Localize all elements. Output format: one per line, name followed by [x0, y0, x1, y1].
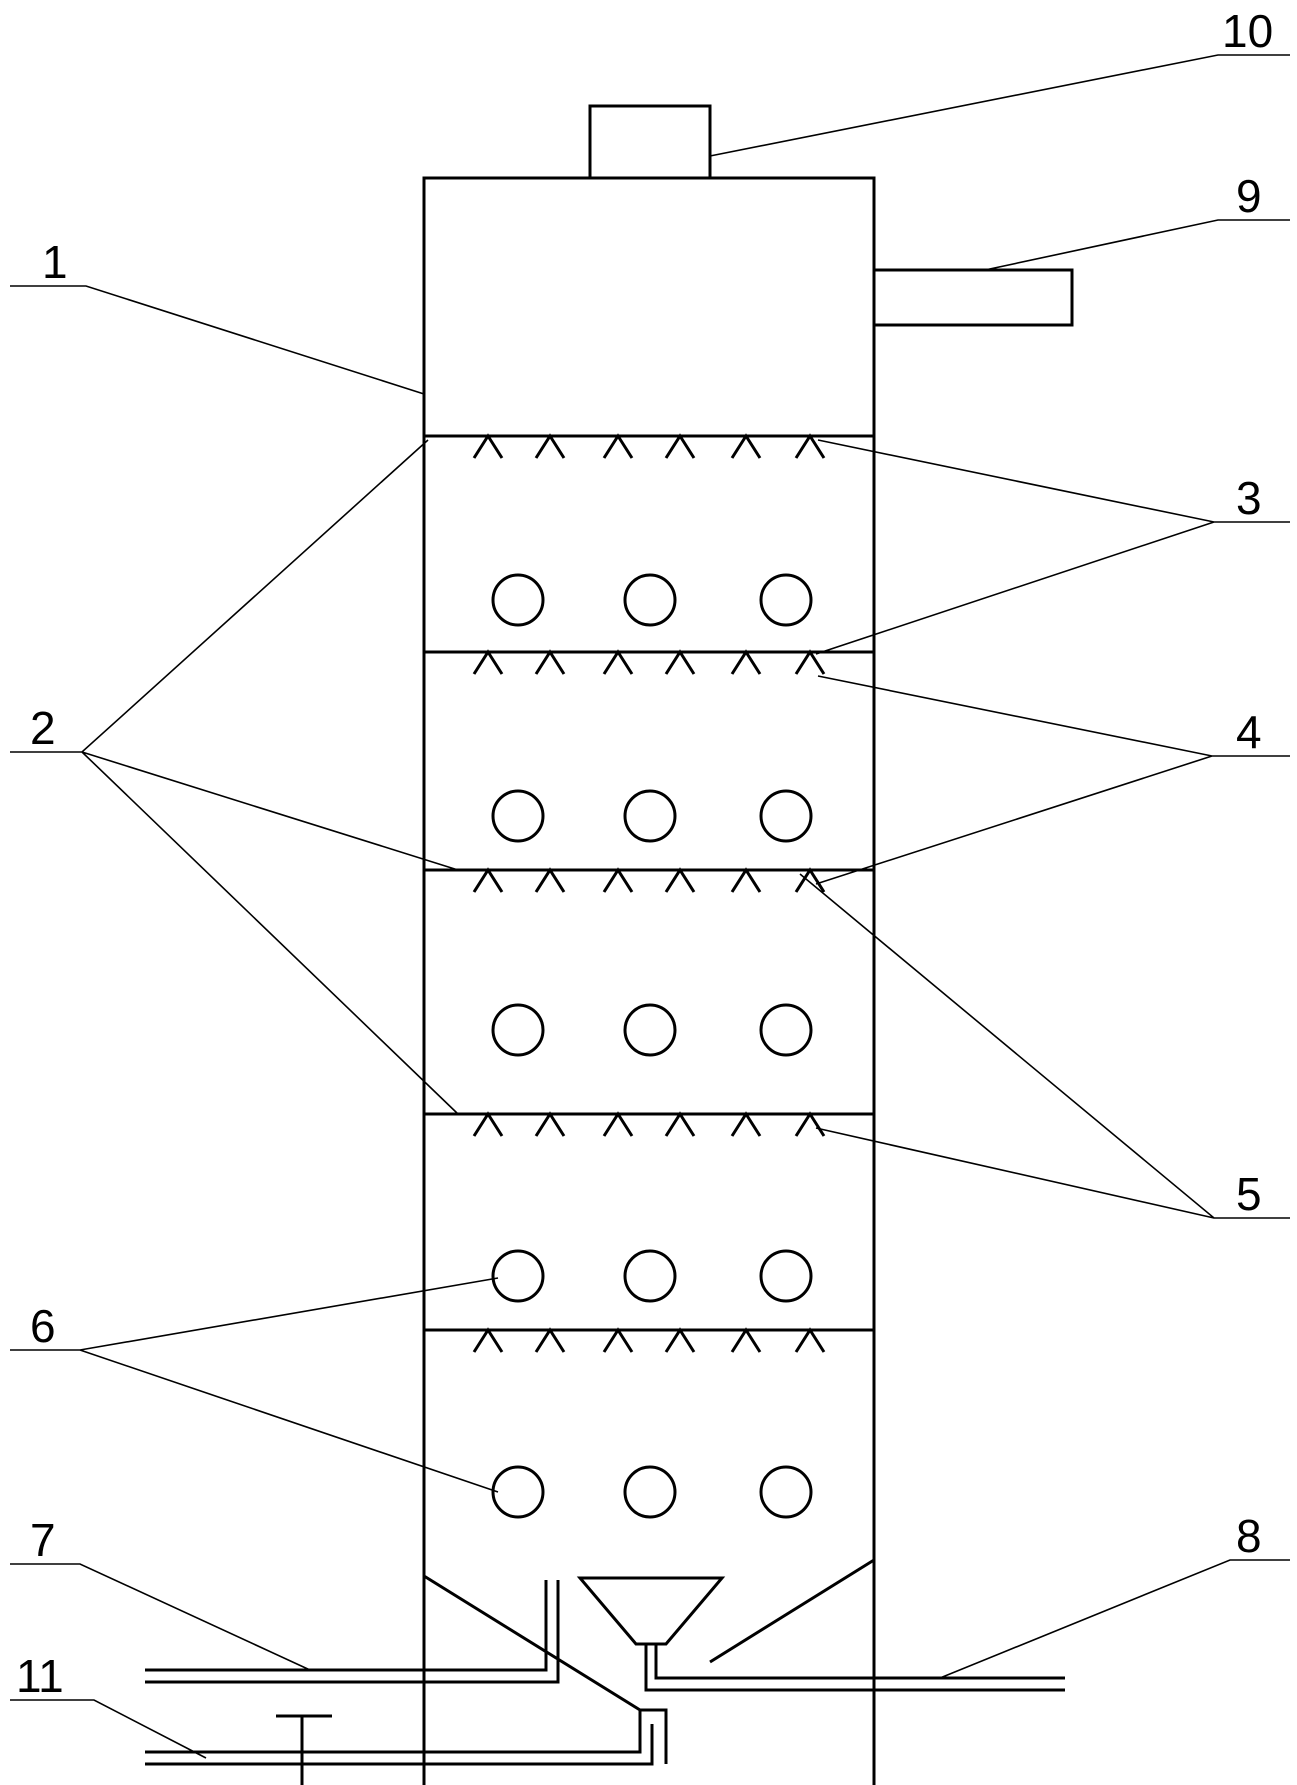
- packing-ball: [491, 1003, 545, 1057]
- cone-right-wall: [709, 1558, 875, 1664]
- packing-ball: [759, 1465, 813, 1519]
- bottom-pipe-upper: [145, 1708, 668, 1764]
- leader-5: [799, 873, 1290, 1219]
- valve: [276, 1714, 332, 1785]
- spray-nozzle: [534, 867, 566, 893]
- packing-ball: [623, 573, 677, 627]
- leader-2: [10, 439, 459, 1115]
- spray-nozzle: [794, 1327, 826, 1353]
- packing-ball: [759, 1003, 813, 1057]
- label-6: 6: [30, 1300, 56, 1352]
- spray-nozzle: [472, 867, 504, 893]
- spray-nozzle: [534, 1327, 566, 1353]
- spray-nozzle: [534, 649, 566, 675]
- leader-7: [10, 1563, 311, 1671]
- label-5: 5: [1236, 1168, 1262, 1220]
- label-4: 4: [1236, 706, 1262, 758]
- spray-nozzle: [730, 1111, 762, 1137]
- spray-nozzle: [794, 867, 826, 893]
- leader-8: [939, 1559, 1290, 1679]
- packing-ball: [491, 1465, 545, 1519]
- vessel-body: [422, 176, 876, 1785]
- spray-nozzle: [730, 649, 762, 675]
- spray-nozzle: [472, 1111, 504, 1137]
- spray-nozzle: [534, 433, 566, 459]
- spray-nozzle: [664, 1111, 696, 1137]
- spray-nozzle: [534, 1111, 566, 1137]
- spray-nozzle: [472, 433, 504, 459]
- label-11: 11: [16, 1650, 64, 1702]
- packing-ball: [491, 1249, 545, 1303]
- inlet-pipe-upper: [145, 1580, 548, 1672]
- spray-nozzle: [664, 433, 696, 459]
- drain-pipe-outer: [654, 1644, 1065, 1680]
- label-2: 2: [30, 702, 56, 754]
- spray-nozzle: [472, 1327, 504, 1353]
- spray-nozzle: [602, 1327, 634, 1353]
- spray-nozzle: [794, 1111, 826, 1137]
- spray-nozzle: [730, 433, 762, 459]
- trays: [424, 433, 874, 1353]
- packing-ball: [759, 573, 813, 627]
- packing-balls: [491, 573, 813, 1519]
- spray-nozzle: [602, 433, 634, 459]
- funnel: [576, 1576, 726, 1646]
- bottom-pipe-lower: [145, 1724, 654, 1766]
- packing-ball: [491, 573, 545, 627]
- packing-ball: [759, 789, 813, 843]
- label-7: 7: [30, 1514, 56, 1566]
- label-10: 10: [1222, 5, 1273, 57]
- packing-ball: [623, 1003, 677, 1057]
- spray-nozzle: [602, 1111, 634, 1137]
- leader-11: [10, 1699, 207, 1759]
- spray-nozzle: [730, 867, 762, 893]
- spray-nozzle: [794, 433, 826, 459]
- spray-nozzle: [602, 867, 634, 893]
- leader-9: [984, 219, 1290, 271]
- top-outlet: [588, 104, 712, 178]
- leader-6: [10, 1277, 499, 1493]
- packing-ball: [623, 789, 677, 843]
- label-9: 9: [1236, 170, 1262, 222]
- packing-ball: [759, 1249, 813, 1303]
- spray-nozzle: [602, 649, 634, 675]
- label-1: 1: [42, 236, 68, 288]
- packing-ball: [623, 1465, 677, 1519]
- side-outlet-pipe: [874, 268, 1074, 327]
- spray-nozzle: [664, 1327, 696, 1353]
- label-8: 8: [1236, 1510, 1262, 1562]
- cone-left-wall: [423, 1574, 641, 1712]
- label-3: 3: [1236, 472, 1262, 524]
- spray-nozzle: [472, 649, 504, 675]
- leader-3: [815, 439, 1290, 655]
- leader-1: [10, 285, 425, 395]
- leader-4: [815, 675, 1290, 885]
- spray-nozzle: [730, 1327, 762, 1353]
- packing-ball: [623, 1249, 677, 1303]
- spray-nozzle: [794, 649, 826, 675]
- inlet-pipe-lower: [145, 1580, 560, 1684]
- drain-pipe-inner: [644, 1644, 1065, 1692]
- leader-10: [709, 54, 1290, 157]
- spray-nozzle: [664, 649, 696, 675]
- spray-nozzle: [664, 867, 696, 893]
- packing-ball: [491, 789, 545, 843]
